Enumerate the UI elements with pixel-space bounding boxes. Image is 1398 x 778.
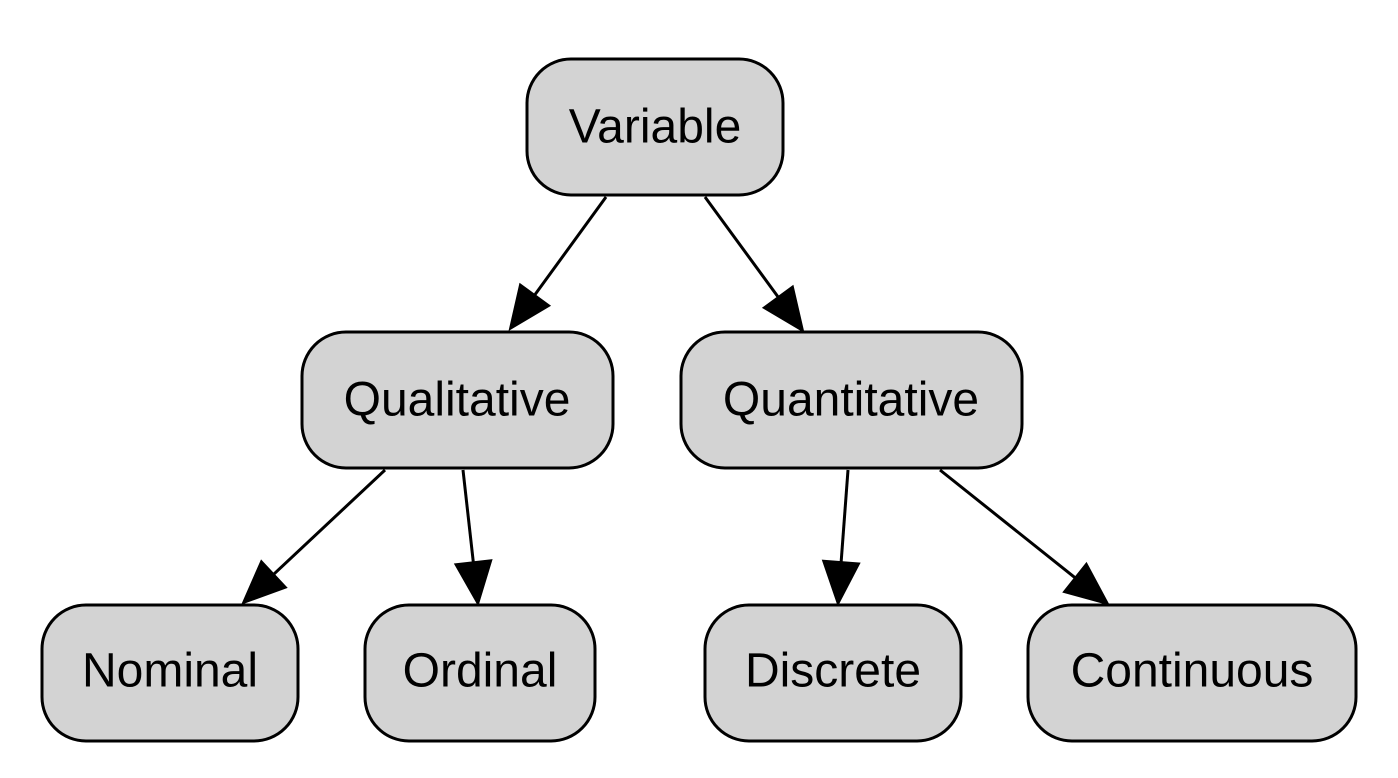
node-ordinal: Ordinal <box>363 603 597 743</box>
node-box <box>40 603 300 743</box>
node-box <box>300 330 615 470</box>
node-label-variable: Variable <box>569 101 742 154</box>
arrowhead-icon <box>453 559 493 607</box>
node-box <box>679 330 1024 470</box>
edges-layer <box>241 196 1110 607</box>
node-continuous: Continuous <box>1026 603 1358 743</box>
edge-line <box>939 468 1077 579</box>
arrowhead-icon <box>241 559 288 605</box>
arrowhead-icon <box>1062 561 1110 606</box>
node-label-nominal: Nominal <box>82 645 258 698</box>
node-box <box>525 57 785 197</box>
edge-line <box>272 468 387 576</box>
arrowhead-icon <box>761 284 805 334</box>
edge-variable-qualitative <box>508 196 608 332</box>
node-box <box>1026 603 1358 743</box>
nodes-layer: Variable Qualitative Quantitative Nomina… <box>40 57 1358 743</box>
node-label-qualitative: Qualitative <box>344 374 571 427</box>
node-box <box>363 603 597 743</box>
edge-quantitative-continuous <box>939 468 1110 606</box>
edge-line <box>533 196 608 296</box>
node-label-continuous: Continuous <box>1071 645 1314 698</box>
node-label-discrete: Discrete <box>745 645 921 698</box>
edge-qualitative-ordinal <box>453 469 493 607</box>
arrowhead-icon <box>508 282 552 332</box>
edge-line <box>839 469 850 563</box>
node-label-quantitative: Quantitative <box>723 374 979 427</box>
node-quantitative: Quantitative <box>679 330 1024 470</box>
node-nominal: Nominal <box>40 603 300 743</box>
node-box <box>703 603 963 743</box>
edge-qualitative-nominal <box>241 468 387 605</box>
edge-line <box>703 196 780 298</box>
node-qualitative: Qualitative <box>300 330 615 470</box>
node-discrete: Discrete <box>703 603 963 743</box>
edge-quantitative-discrete <box>821 469 861 607</box>
node-label-ordinal: Ordinal <box>403 645 558 698</box>
edge-line <box>461 469 475 563</box>
node-variable: Variable <box>525 57 785 197</box>
arrowhead-icon <box>821 559 861 607</box>
edge-variable-quantitative <box>703 196 805 334</box>
